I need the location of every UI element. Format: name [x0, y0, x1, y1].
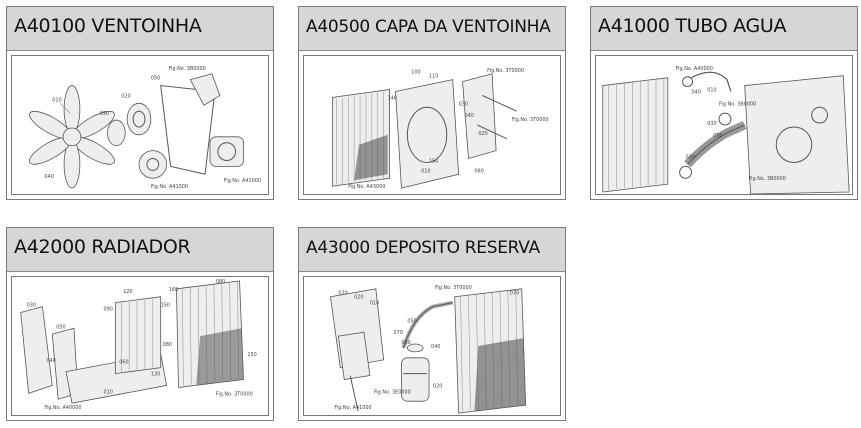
svg-text:160: 160: [169, 287, 178, 293]
svg-text:150: 150: [247, 352, 256, 358]
water-pipe-diagram-thumbnail[interactable]: Fig.No. A40000 040 010 Fig.No. 3B0000 03…: [595, 55, 853, 195]
svg-text:040: 040: [431, 344, 440, 350]
svg-text:150: 150: [429, 158, 438, 164]
svg-text:Fig.No. A41000: Fig.No. A41000: [151, 184, 188, 190]
svg-text:040: 040: [691, 89, 700, 95]
svg-text:020: 020: [121, 93, 130, 99]
svg-text:Fig.No. A41000: Fig.No. A41000: [224, 178, 261, 184]
fan-shroud-diagram-thumbnail[interactable]: 140 100 110 030 040 020 060 150 010 Fig.…: [303, 55, 561, 195]
svg-text:Fig.No. A40000: Fig.No. A40000: [44, 405, 81, 411]
svg-text:020: 020: [686, 155, 695, 161]
svg-text:050: 050: [713, 133, 722, 139]
card-title[interactable]: A42000 RADIADOR: [7, 228, 273, 272]
svg-text:100: 100: [411, 70, 420, 76]
water-pipe-drawing: Fig.No. A40000 040 010 Fig.No. 3B0000 03…: [602, 66, 850, 194]
reserve-tank-diagram-thumbnail[interactable]: 030 020 010 Fig.No. 3T0000 070 050 070 0…: [303, 276, 561, 416]
svg-text:020: 020: [433, 383, 442, 389]
svg-text:040: 040: [465, 113, 474, 119]
svg-text:010: 010: [104, 389, 113, 395]
svg-text:050: 050: [407, 318, 416, 324]
svg-text:010: 010: [707, 87, 716, 93]
svg-text:010: 010: [421, 168, 430, 174]
svg-text:130: 130: [151, 372, 160, 378]
svg-text:Fig.No. 3T0000: Fig.No. 3T0000: [487, 68, 524, 74]
svg-text:080: 080: [163, 342, 172, 348]
svg-text:110: 110: [429, 74, 438, 80]
svg-text:Fig.No. 3B0000: Fig.No. 3B0000: [169, 66, 206, 72]
svg-text:120: 120: [123, 289, 132, 295]
radiator-drawing: 030 040 050 090 120 150 160 080 080 060 …: [20, 279, 257, 411]
svg-text:080: 080: [216, 279, 225, 285]
part-card-a41000[interactable]: A41000 TUBO AGUA: [590, 6, 858, 200]
radiator-diagram-thumbnail[interactable]: 030 040 050 090 120 150 160 080 080 060 …: [11, 276, 269, 416]
fan-diagram-drawing: 010 030 020 050 040 Fig.No. 3B0000 Fig.N…: [29, 66, 261, 190]
svg-text:030: 030: [338, 291, 347, 297]
svg-text:Fig.No. 3B0000: Fig.No. 3B0000: [719, 101, 756, 107]
card-title[interactable]: A40500 CAPA DA VENTOINHA: [299, 7, 565, 51]
svg-text:Fig.No. 3T0000: Fig.No. 3T0000: [512, 117, 549, 123]
svg-text:060: 060: [474, 168, 483, 174]
svg-text:070: 070: [394, 330, 403, 336]
svg-text:030: 030: [27, 303, 36, 309]
svg-text:Fig.No. A41000: Fig.No. A41000: [334, 405, 371, 411]
svg-text:030: 030: [100, 111, 109, 117]
svg-text:060: 060: [119, 360, 128, 366]
card-title[interactable]: A43000 DEPOSITO RESERVA: [299, 228, 565, 272]
svg-text:030: 030: [707, 121, 716, 127]
svg-text:010: 010: [52, 97, 61, 103]
reserve-tank-drawing: 030 020 010 Fig.No. 3T0000 070 050 070 0…: [330, 285, 527, 414]
part-card-a43000[interactable]: A43000 DEPOSITO RESERVA: [298, 227, 566, 421]
svg-text:040: 040: [44, 174, 53, 180]
fan-diagram-thumbnail[interactable]: 010 030 020 050 040 Fig.No. 3B0000 Fig.N…: [11, 55, 269, 195]
part-card-a40500[interactable]: A40500 CAPA DA VENTOINHA 140 100 110: [298, 6, 566, 200]
fan-shroud-drawing: 140 100 110 030 040 020 060 150 010 Fig.…: [332, 68, 549, 190]
svg-text:040: 040: [46, 358, 55, 364]
svg-text:Fig.No. 3T0000: Fig.No. 3T0000: [216, 391, 253, 397]
svg-text:050: 050: [56, 324, 65, 330]
svg-text:020: 020: [354, 295, 363, 301]
svg-text:030: 030: [459, 101, 468, 107]
part-card-a40100[interactable]: A40100 VENTOINHA: [6, 6, 274, 200]
svg-text:070: 070: [510, 291, 519, 297]
svg-text:Fig.No. 3E0000: Fig.No. 3E0000: [374, 389, 411, 395]
card-title[interactable]: A40100 VENTOINHA: [7, 7, 273, 51]
svg-text:Fig.No. 3B0000: Fig.No. 3B0000: [749, 176, 786, 182]
svg-text:060: 060: [401, 340, 410, 346]
svg-text:140: 140: [388, 95, 397, 101]
svg-text:Fig.No. A40000: Fig.No. A40000: [676, 66, 713, 72]
svg-text:020: 020: [478, 131, 487, 137]
svg-text:010: 010: [370, 301, 379, 307]
svg-text:150: 150: [161, 303, 170, 309]
svg-text:Fig.No. A43000: Fig.No. A43000: [348, 184, 385, 190]
svg-text:050: 050: [151, 76, 160, 82]
svg-text:Fig.No. 3T0000: Fig.No. 3T0000: [435, 285, 472, 291]
card-title[interactable]: A41000 TUBO AGUA: [591, 7, 857, 51]
svg-text:090: 090: [104, 307, 113, 313]
part-card-a42000[interactable]: A42000 RADIADOR 03: [6, 227, 274, 421]
